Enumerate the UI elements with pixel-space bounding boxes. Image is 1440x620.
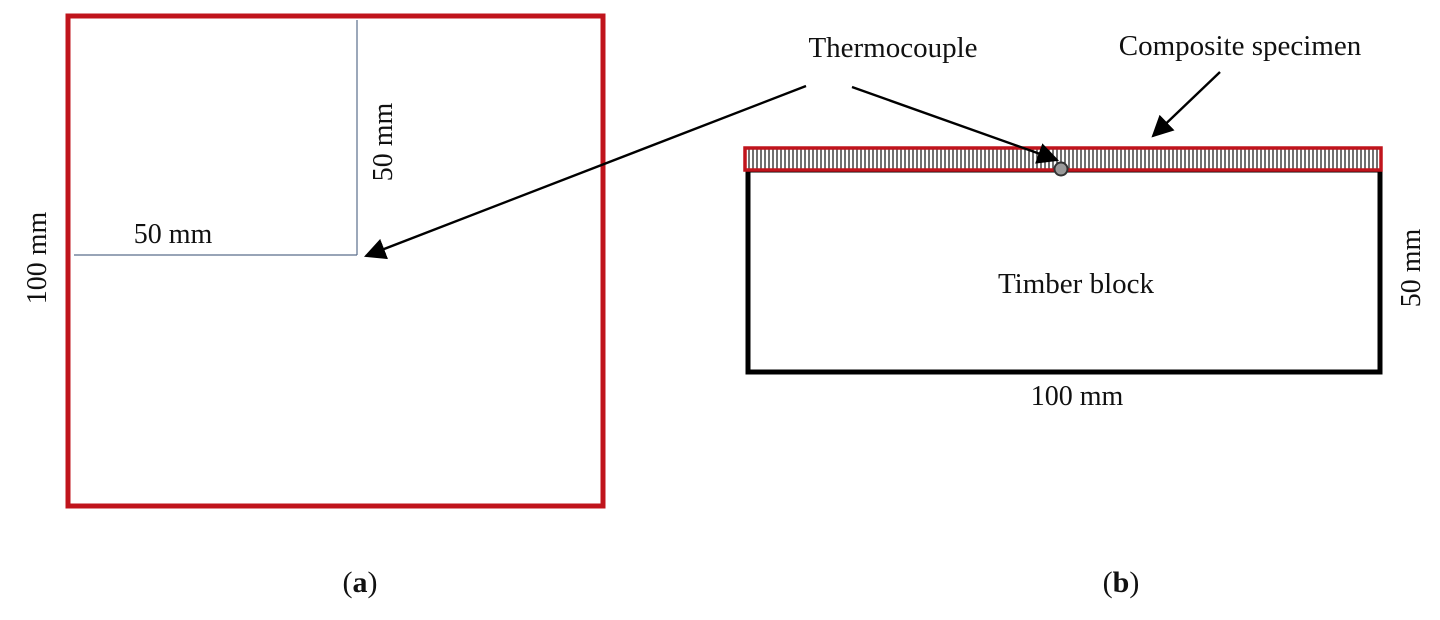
- composite-specimen-label: Composite specimen: [1119, 30, 1362, 62]
- thermocouple-marker: [1053, 161, 1069, 177]
- panel-a: 100 mm 50 mm 50 mm (a): [22, 13, 606, 599]
- panel-a-caption: (a): [343, 566, 378, 599]
- horizontal-dimension-label: 50 mm: [134, 219, 213, 250]
- side-dimension-label: 100 mm: [22, 212, 53, 305]
- specimen-square-outline: [65, 13, 606, 509]
- panel-b: Thermocouple Composite specimen Timber b…: [743, 30, 1427, 599]
- timber-block-label: Timber block: [998, 268, 1155, 300]
- vertical-dimension-label: 50 mm: [368, 103, 399, 182]
- callout-arrows: [363, 71, 1221, 260]
- block-width-label: 100 mm: [1031, 381, 1124, 412]
- thermocouple-arrow-to-top-view: [363, 84, 807, 260]
- thermocouple-arrow-to-side-view: [851, 85, 1060, 164]
- thermocouple-label: Thermocouple: [808, 32, 977, 64]
- block-height-label: 50 mm: [1396, 229, 1427, 308]
- panel-b-caption: (b): [1103, 566, 1140, 599]
- composite-specimen-arrow: [1151, 71, 1221, 138]
